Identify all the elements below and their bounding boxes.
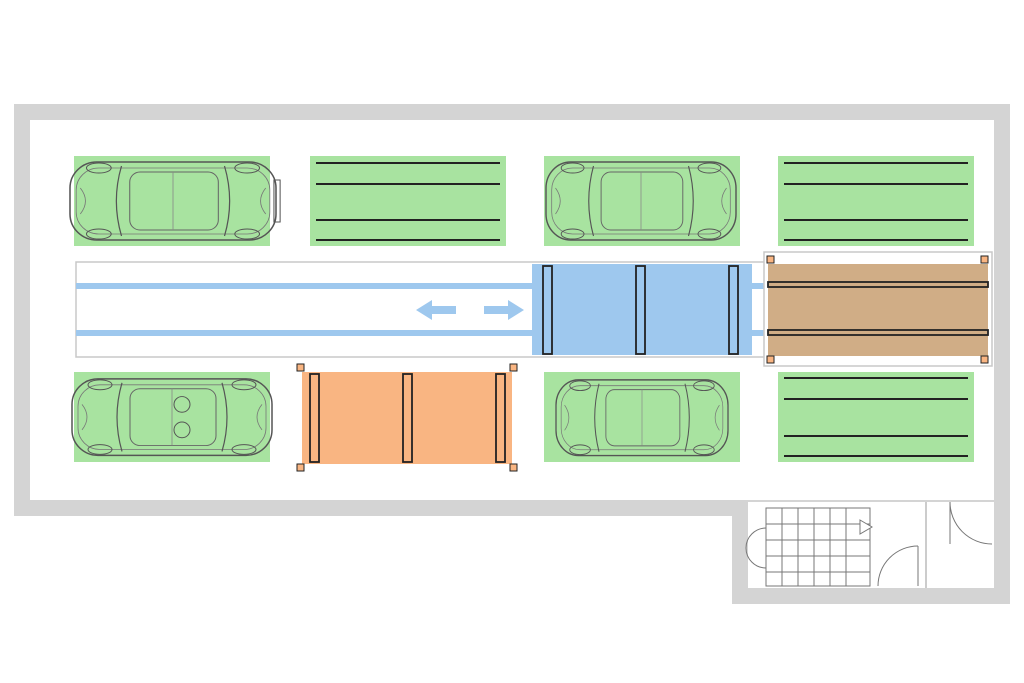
stair-door-icon (877, 545, 919, 587)
parking-space-top-2[interactable] (310, 156, 506, 246)
parking-space-top-1[interactable] (74, 156, 270, 246)
parking-lines (316, 162, 500, 241)
convertible-vehicle (71, 378, 273, 457)
shuttle-lane (75, 261, 767, 358)
stair-direction-icon (859, 519, 873, 535)
door-swings (877, 501, 993, 587)
lift-platform-orange[interactable] (296, 363, 518, 472)
room-door-icon (949, 501, 993, 545)
bottom-parking-row (71, 363, 974, 472)
parking-space-bottom-4[interactable] (778, 372, 974, 462)
lift-platform-tan[interactable] (763, 251, 993, 367)
suv-vehicle (69, 161, 281, 241)
parking-space-top-3[interactable] (544, 156, 740, 246)
top-parking-row (69, 156, 974, 246)
right-arrow-icon (484, 300, 524, 320)
parking-space-top-4[interactable] (778, 156, 974, 246)
staircase (745, 507, 873, 587)
shuttle-carriage[interactable] (532, 264, 752, 355)
left-arrow-icon (416, 300, 456, 320)
parking-lines (784, 162, 968, 241)
parking-lines (784, 377, 968, 457)
